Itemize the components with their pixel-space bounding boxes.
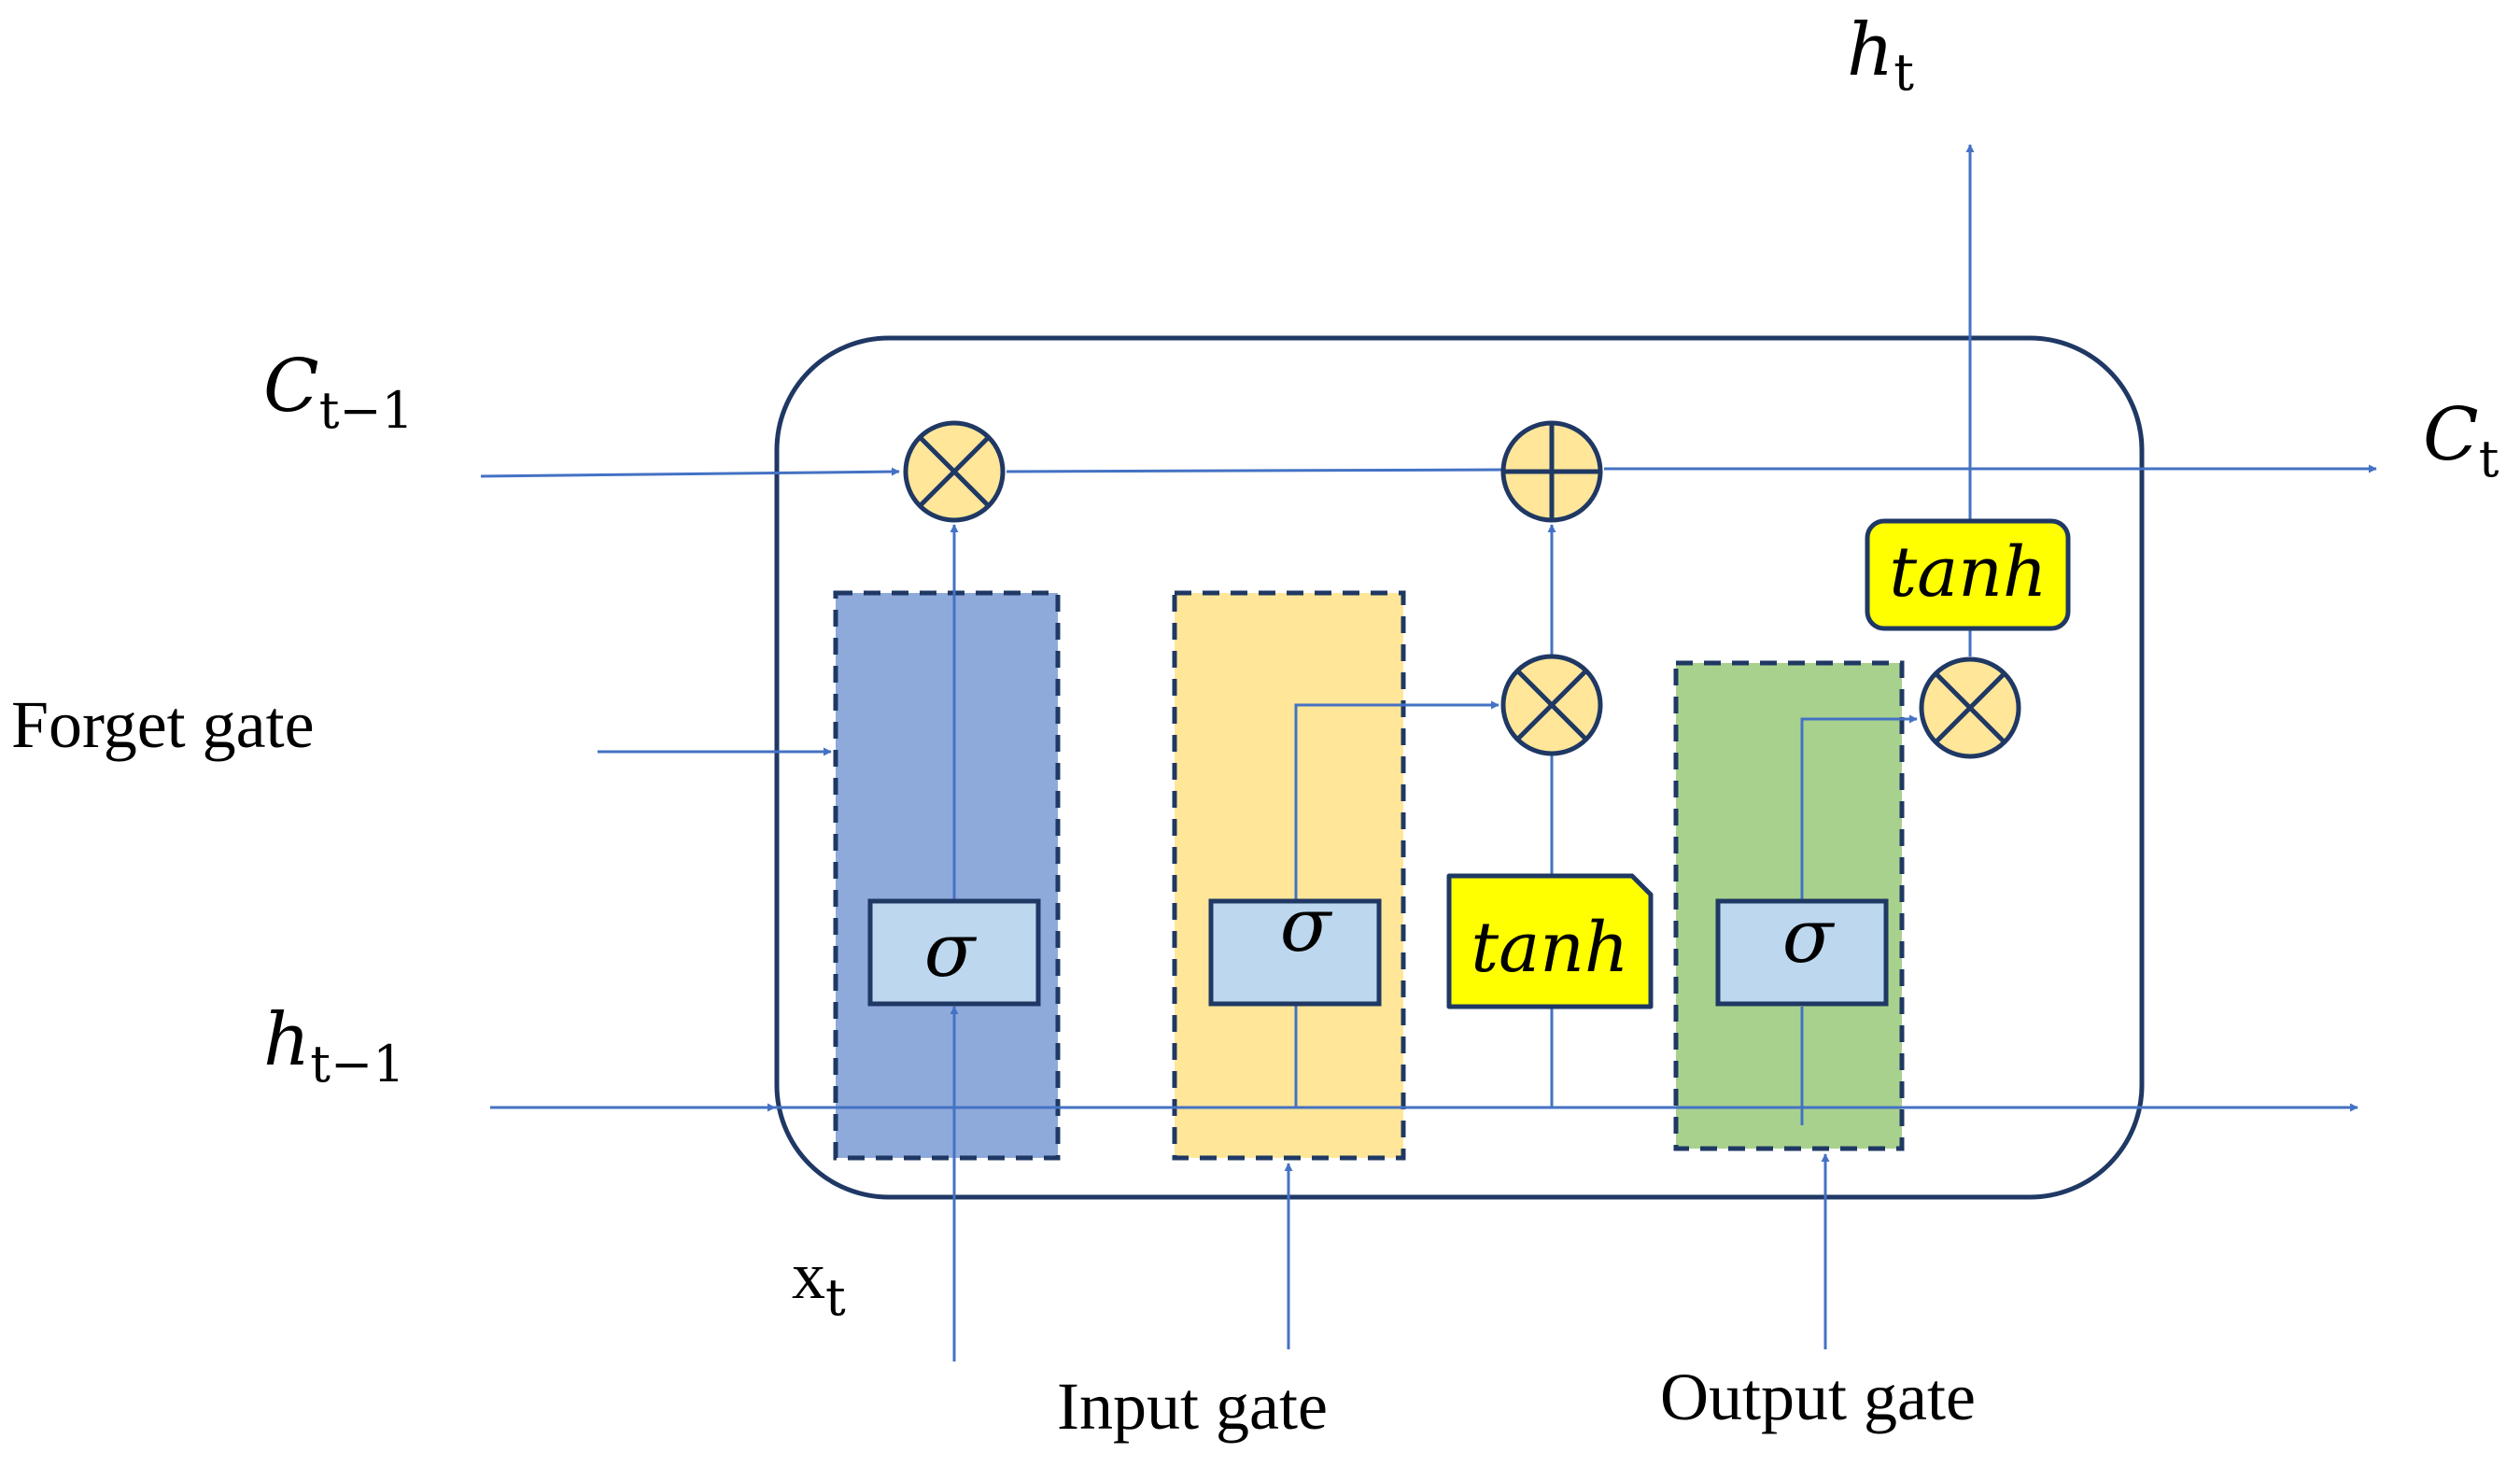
forget-sigma-box (867, 898, 1041, 1007)
forget-gate-label: Forget gate (11, 687, 315, 762)
input-multiply-node (1500, 654, 1603, 756)
input-sigma-symbol: σ (1280, 882, 1333, 968)
cell-boundary (774, 335, 2145, 1200)
input-gate-label: Input gate (1057, 1369, 1328, 1444)
forget-multiply-node (903, 420, 1006, 523)
xt-label: xt (792, 1238, 846, 1327)
cell-add-node (1500, 420, 1603, 523)
output-multiply-node (1919, 656, 2021, 759)
h-prev-label: ht−1 (263, 998, 405, 1093)
c-next-label: Ct (2423, 393, 2499, 488)
input-gate-block (1172, 590, 1406, 1161)
cell-state-mid-line (1006, 468, 1504, 473)
input-sigma-out-line (1294, 700, 1499, 901)
h-out-label: ht (1847, 8, 1914, 102)
cell-state-input-line (480, 467, 900, 478)
forget-sigma-symbol: σ (924, 907, 978, 994)
output-tanh-label: tanh (1889, 532, 2047, 613)
input-sigma-box (1208, 898, 1382, 1007)
c-prev-label: Ct−1 (263, 345, 414, 440)
output-gate-label: Output gate (1660, 1360, 1976, 1434)
candidate-tanh-box (1446, 873, 1654, 1009)
output-sigma-box (1715, 898, 1889, 1007)
output-tanh-box (1865, 518, 2071, 631)
output-sigma-symbol: σ (1782, 893, 1836, 980)
output-sigma-out-line (1800, 714, 1918, 901)
forget-gate-block (833, 590, 1061, 1161)
candidate-tanh-label: tanh (1471, 908, 1628, 988)
